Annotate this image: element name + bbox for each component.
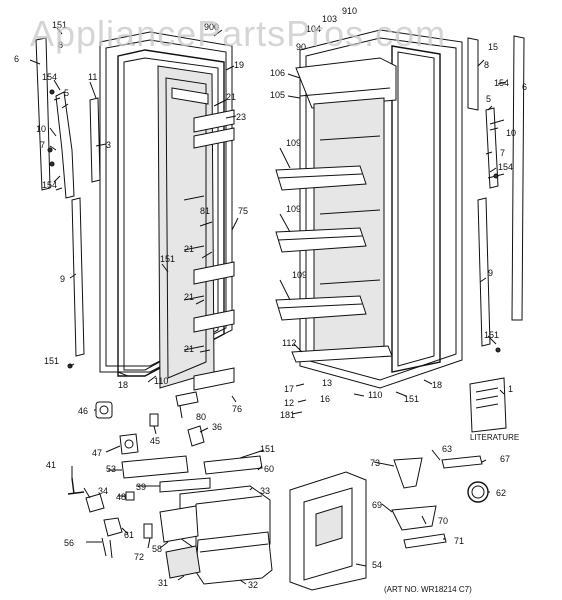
callout-112: 112 (282, 338, 296, 348)
callout-181: 181 (280, 410, 295, 420)
callout-36: 36 (212, 422, 222, 432)
callout-56: 56 (64, 538, 74, 548)
callout-72: 72 (134, 552, 144, 562)
callout-6: 6 (522, 82, 527, 92)
callout-105: 105 (270, 90, 285, 100)
callout-15: 15 (488, 42, 498, 52)
callout-63: 63 (442, 444, 452, 454)
callout-5: 5 (64, 88, 69, 98)
callout-151: 151 (260, 444, 275, 454)
callout-75: 75 (238, 206, 248, 216)
callout-154: 154 (42, 180, 57, 190)
callout-106: 106 (270, 68, 285, 78)
watermark: AppliancePartsPros.com (30, 13, 446, 54)
callout-12: 12 (284, 398, 294, 408)
callout-62: 62 (496, 488, 506, 498)
callout-10: 10 (506, 128, 516, 138)
freezer-door-assembly (99, 31, 235, 391)
callout-73: 73 (370, 458, 380, 468)
callout-39: 39 (136, 482, 146, 492)
callout-34: 34 (98, 486, 108, 496)
callout-67: 67 (500, 454, 510, 464)
callout-19: 19 (234, 60, 244, 70)
callout-21: 21 (184, 344, 194, 354)
callout-61: 61 (124, 530, 134, 540)
callout-151: 151 (44, 356, 59, 366)
callout-21: 21 (184, 292, 194, 302)
callout-151: 151 (404, 394, 419, 404)
callout-45: 45 (150, 436, 160, 446)
callout-21: 21 (226, 92, 236, 102)
callout-7: 7 (500, 148, 505, 158)
callout-70: 70 (438, 516, 448, 526)
callout-1: 1 (508, 384, 513, 394)
literature-booklet (469, 377, 507, 433)
callout-33: 33 (260, 486, 270, 496)
callout-23: 23 (236, 112, 246, 122)
callout-32: 32 (248, 580, 258, 590)
callout-21: 21 (184, 244, 194, 254)
callout-labels: 151 8 6 154 11 5 10 7 3 154 9 151 18 900… (14, 6, 527, 590)
callout-151: 151 (484, 330, 499, 340)
fresh-food-door-assembly (275, 29, 463, 389)
callout-10: 10 (36, 124, 46, 134)
callout-3: 3 (106, 140, 111, 150)
callout-48: 48 (116, 492, 126, 502)
callout-76: 76 (232, 404, 242, 414)
callout-58: 58 (152, 544, 162, 554)
callout-154: 154 (494, 78, 509, 88)
callout-154: 154 (498, 162, 513, 172)
callout-71: 71 (454, 536, 464, 546)
callout-46: 46 (78, 406, 88, 416)
callout-90: 90 (296, 42, 306, 52)
callout-109: 109 (292, 270, 307, 280)
callout-910: 910 (342, 6, 357, 16)
callout-151: 151 (52, 20, 67, 30)
callout-18: 18 (118, 380, 128, 390)
callout-103: 103 (322, 14, 337, 24)
callout-54: 54 (372, 560, 382, 570)
callout-109: 109 (286, 138, 301, 148)
callout-53: 53 (106, 464, 116, 474)
callout-154: 154 (42, 72, 57, 82)
callout-6: 6 (14, 54, 19, 64)
callout-41: 41 (46, 460, 56, 470)
callout-18: 18 (432, 380, 442, 390)
callout-9: 9 (60, 274, 65, 284)
callout-17: 17 (284, 384, 294, 394)
callout-80: 80 (196, 412, 206, 422)
callout-110: 110 (368, 390, 382, 400)
callout-104: 104 (306, 24, 321, 34)
callout-7: 7 (40, 140, 45, 150)
callout-13: 13 (322, 378, 332, 388)
callout-110: 110 (154, 376, 168, 386)
callout-9: 9 (488, 268, 493, 278)
freezer-handle-parts (35, 37, 101, 369)
callout-69: 69 (372, 500, 382, 510)
art-number-caption: (ART NO. WR18214 C7) (384, 585, 472, 594)
callout-16: 16 (320, 394, 330, 404)
callout-151: 151 (160, 254, 175, 264)
leader-lines (29, 27, 507, 585)
callout-31: 31 (158, 578, 168, 588)
callout-81: 81 (200, 206, 210, 216)
dispenser-parts (67, 391, 489, 591)
callout-109: 109 (286, 204, 301, 214)
literature-label: LITERATURE (470, 433, 519, 442)
callout-8: 8 (484, 60, 489, 70)
callout-5: 5 (486, 94, 491, 104)
callout-11: 11 (88, 72, 97, 82)
callout-900: 900 (204, 22, 219, 32)
callout-60: 60 (264, 464, 274, 474)
callout-47: 47 (92, 448, 102, 458)
callout-8: 8 (58, 40, 63, 50)
fresh-food-handle-parts (467, 35, 525, 353)
